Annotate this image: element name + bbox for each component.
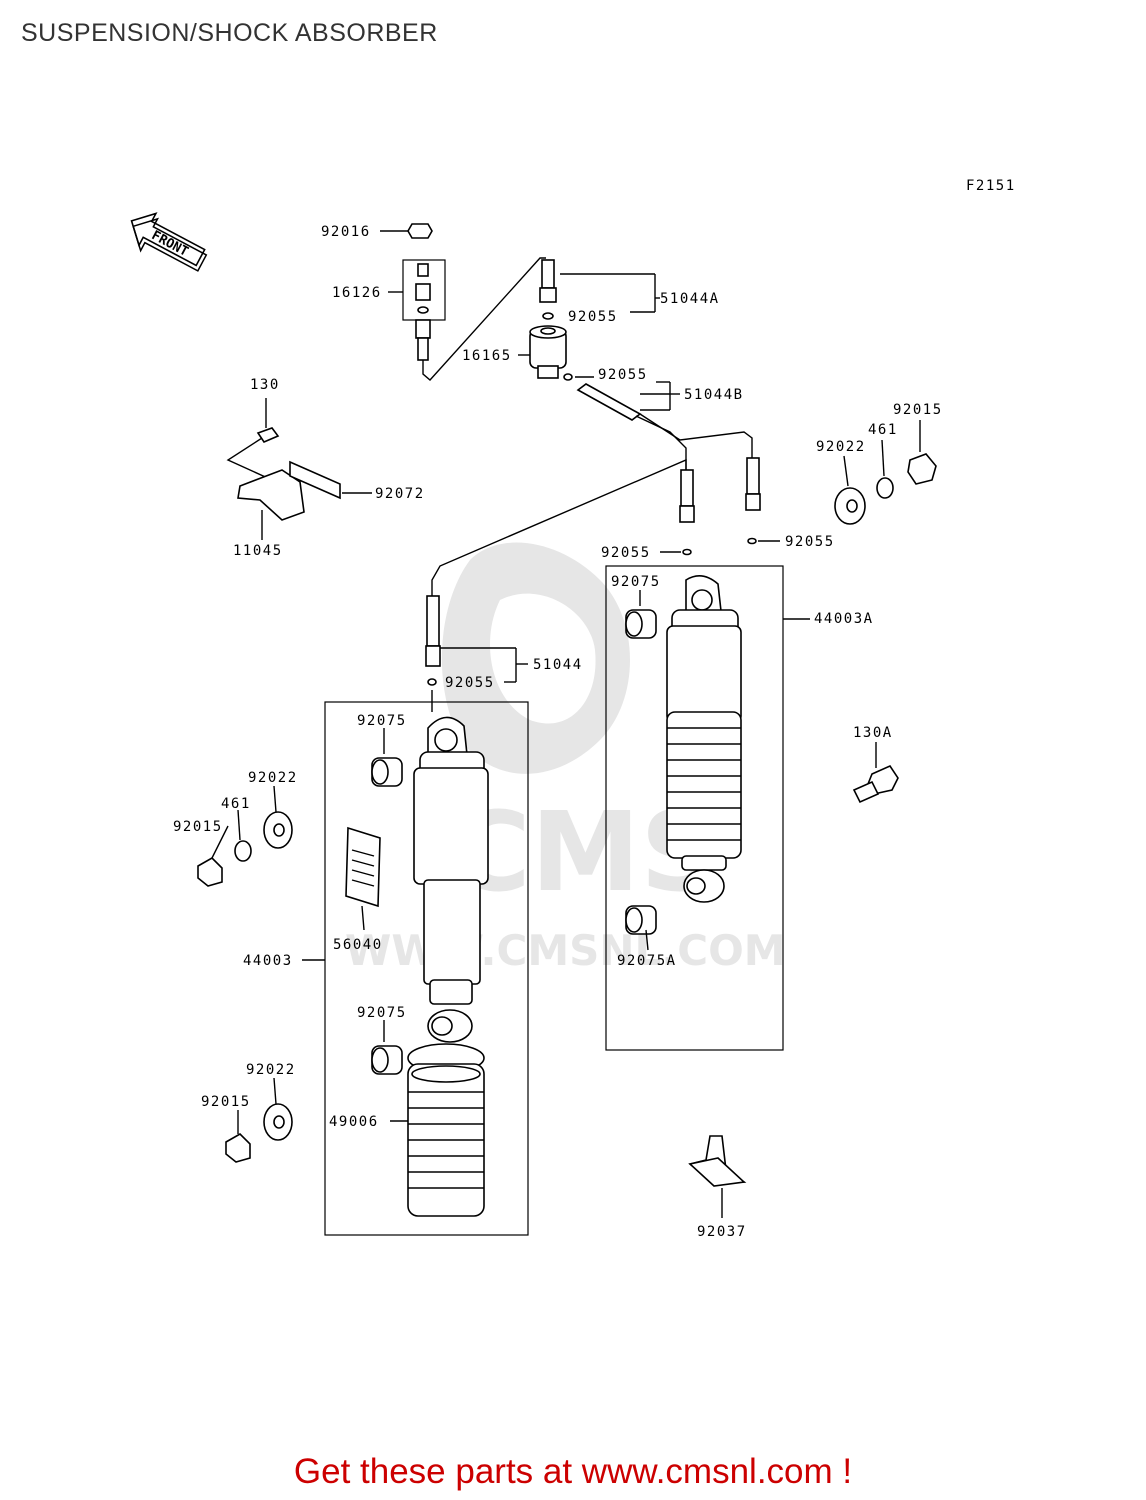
callout-92022-right: 92022 (816, 439, 866, 455)
valve-16126 (388, 259, 446, 361)
callout-51044a: 51044A (660, 291, 720, 307)
callout-16126: 16126 (332, 285, 382, 301)
callout-92075-left-2: 92075 (357, 1005, 407, 1021)
watermark-figure (441, 542, 630, 774)
fitting-51044b (563, 373, 753, 470)
callout-92016: 92016 (321, 224, 371, 240)
callout-130: 130 (250, 377, 280, 393)
watermark: CMS WWW.CMSNL.COM (345, 542, 786, 975)
shock-absorber-44003 (302, 595, 529, 1236)
hardware-left (197, 728, 403, 1163)
callout-92055-b: 92055 (598, 367, 648, 383)
callout-92075-right: 92075 (611, 574, 661, 590)
callout-92015-right: 92015 (893, 402, 943, 418)
bracket-11045 (226, 398, 372, 540)
right-shock-bellows (666, 711, 742, 859)
figure-code: F2151 (966, 178, 1016, 194)
nut-92016 (380, 223, 433, 239)
page-title: SUSPENSION/SHOCK ABSORBER (21, 19, 438, 47)
clip-92037 (688, 1135, 747, 1218)
callout-92072: 92072 (375, 486, 425, 502)
hardware-right (834, 420, 937, 525)
fittings-right-pair (660, 457, 780, 556)
hose-long (431, 458, 687, 596)
callout-92055-left: 92055 (445, 675, 495, 691)
callout-92055-m2: 92055 (785, 534, 835, 550)
reservoir-16165 (518, 325, 567, 379)
callout-92022-left-1: 92022 (248, 770, 298, 786)
label-56040 (345, 826, 381, 908)
callout-16165: 16165 (462, 348, 512, 364)
callout-92075a: 92075A (617, 953, 677, 969)
callout-130a: 130A (853, 725, 893, 741)
boot-49006 (390, 1043, 485, 1217)
bolt-130a (852, 742, 899, 804)
callout-56040: 56040 (333, 937, 383, 953)
callout-92055-top: 92055 (568, 309, 618, 325)
callout-11045: 11045 (233, 543, 283, 559)
callout-44003a: 44003A (814, 611, 874, 627)
callout-49006: 49006 (329, 1114, 379, 1130)
callout-92022-left-2: 92022 (246, 1062, 296, 1078)
callout-461-right: 461 (868, 422, 898, 438)
hose-upper (422, 257, 546, 381)
callout-44003: 44003 (243, 953, 293, 969)
callout-51044b: 51044B (684, 387, 744, 403)
callout-461-left: 461 (221, 796, 251, 812)
callout-51044: 51044 (533, 657, 583, 673)
callout-92075-left-1: 92075 (357, 713, 407, 729)
callout-92055-m1: 92055 (601, 545, 651, 561)
fitting-51044a (539, 259, 660, 320)
callout-92037: 92037 (697, 1224, 747, 1240)
front-arrow: FRONT (130, 212, 208, 272)
callout-92015-left-2: 92015 (201, 1094, 251, 1110)
callout-labels: 92016 16126 51044A 92055 16165 92055 510… (173, 224, 943, 1240)
footer-link[interactable]: Get these parts at www.cmsnl.com ! (293, 1452, 853, 1491)
watermark-url: WWW.CMSNL.COM (345, 926, 786, 975)
callout-92015-left-1: 92015 (173, 819, 223, 835)
shock-absorber-44003a (605, 565, 810, 1051)
